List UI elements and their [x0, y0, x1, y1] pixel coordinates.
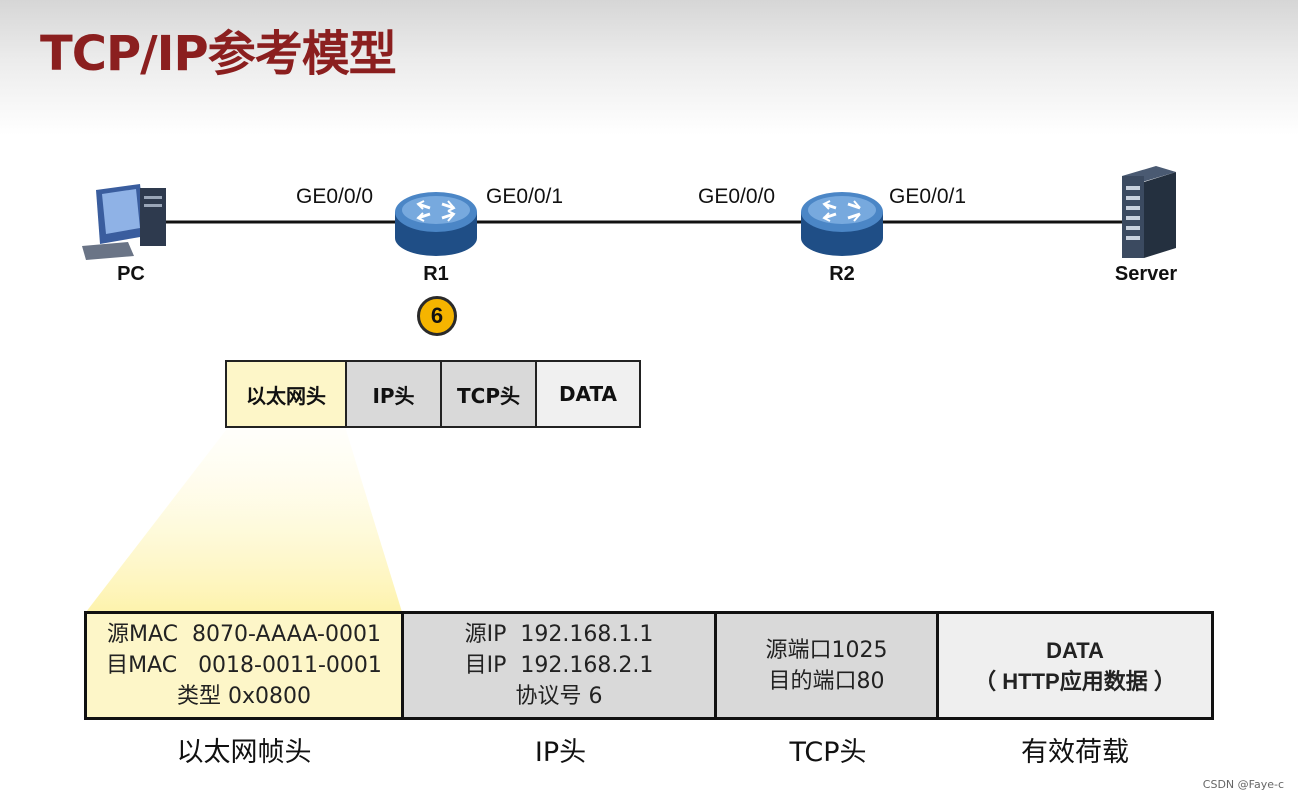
packet-ip-header: IP头 — [347, 362, 442, 426]
pc-icon — [82, 184, 166, 260]
pc-label: PC — [117, 263, 145, 285]
highlight-beam — [86, 430, 402, 612]
r2-right-interface-label: GE0/0/1 — [889, 185, 967, 208]
packet-data: DATA — [537, 362, 639, 426]
r1-left-interface-label: GE0/0/0 — [296, 185, 374, 208]
server-icon — [1122, 166, 1176, 258]
payload-description: （ HTTP应用数据 ） — [974, 668, 1176, 694]
ether-type: 类型 0x0800 — [177, 684, 311, 709]
caption-ip-header: IP头 — [534, 737, 587, 768]
frame-ethernet-header: 源MAC 8070-AAAA-0001 目MAC 0018-0011-0001 … — [87, 614, 404, 717]
router-r1-icon — [395, 192, 477, 256]
destination-mac: 目MAC 0018-0011-0001 — [106, 653, 382, 678]
source-port: 源端口1025 — [765, 637, 888, 663]
destination-ip: 目IP 192.168.2.1 — [464, 653, 654, 678]
step-number-badge: 6 — [417, 296, 457, 336]
slide-title: TCP/IP参考模型 — [40, 26, 397, 82]
packet-encapsulation: 以太网头 IP头 TCP头 DATA — [225, 360, 641, 428]
payload-title: DATA — [1046, 637, 1104, 663]
packet-tcp-header: TCP头 — [442, 362, 537, 426]
r1-label: R1 — [423, 263, 449, 285]
server-label: Server — [1114, 263, 1178, 285]
frame-payload: DATA （ HTTP应用数据 ） — [939, 614, 1211, 717]
r1-right-interface-label: GE0/0/1 — [486, 185, 564, 208]
r2-label: R2 — [829, 263, 855, 285]
source-ip: 源IP 192.168.1.1 — [464, 622, 654, 647]
destination-port: 目的端口80 — [768, 668, 885, 694]
caption-payload: 有效荷载 — [1021, 737, 1129, 768]
frame-ip-header: 源IP 192.168.1.1 目IP 192.168.2.1 协议号 6 — [404, 614, 717, 717]
title-banner — [0, 0, 1298, 135]
caption-tcp-header: TCP头 — [789, 737, 867, 768]
caption-ethernet-header: 以太网帧头 — [176, 737, 312, 768]
r2-left-interface-label: GE0/0/0 — [698, 185, 776, 208]
router-r2-icon — [801, 192, 883, 256]
packet-ethernet-header: 以太网头 — [227, 362, 347, 426]
watermark: CSDN @Faye-c — [1202, 778, 1284, 791]
protocol-number: 协议号 6 — [515, 684, 603, 709]
frame-tcp-header: 源端口1025 目的端口80 — [717, 614, 939, 717]
source-mac: 源MAC 8070-AAAA-0001 — [107, 622, 381, 647]
frame-detail: 源MAC 8070-AAAA-0001 目MAC 0018-0011-0001 … — [84, 611, 1214, 720]
